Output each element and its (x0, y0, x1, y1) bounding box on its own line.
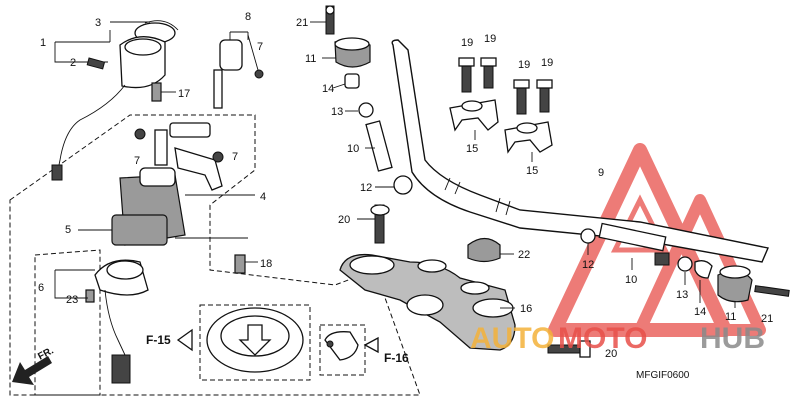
right-grip-parts (580, 222, 790, 308)
label-12a: 12 (360, 182, 372, 194)
label-16: 16 (520, 303, 532, 315)
watermark-auto: AUTO (470, 322, 554, 355)
fuel-cap-part (176, 307, 304, 373)
label-19a: 19 (461, 37, 473, 49)
label-7c: 7 (232, 151, 238, 163)
upper-bolts-part (310, 5, 413, 244)
ref-f15: F-15 (146, 333, 171, 347)
part-labels: 1 2 3 4 5 6 7 7 7 8 9 10 10 11 11 12 12 … (38, 11, 773, 360)
label-23: 23 (66, 294, 78, 306)
label-9: 9 (598, 167, 604, 179)
label-19c: 19 (518, 59, 530, 71)
handlebar-part (391, 39, 769, 263)
label-5: 5 (65, 224, 71, 236)
top-bridge-part (339, 237, 591, 358)
diagram-code: MFGIF0600 (636, 370, 690, 381)
ignition-switch-part (78, 122, 255, 246)
label-10a: 10 (347, 143, 359, 155)
lower-switch-part (54, 254, 258, 384)
ignition-cover-part (51, 20, 179, 181)
label-15a: 15 (466, 143, 478, 155)
label-14b: 14 (694, 306, 706, 318)
label-1: 1 (40, 37, 46, 49)
front-direction-arrow (12, 356, 52, 385)
label-10b: 10 (625, 274, 637, 286)
label-20b: 20 (605, 348, 617, 360)
ref-f16: F-16 (384, 351, 409, 365)
label-13b: 13 (676, 289, 688, 301)
label-17: 17 (178, 88, 190, 100)
key-part (213, 31, 264, 109)
label-20a: 20 (338, 214, 350, 226)
label-21a: 21 (296, 17, 308, 29)
label-6: 6 (38, 282, 44, 294)
label-3: 3 (95, 17, 101, 29)
label-7a: 7 (257, 41, 263, 53)
label-13a: 13 (331, 106, 343, 118)
watermark-hub: HUB (700, 322, 765, 355)
label-19d: 19 (541, 57, 553, 69)
label-12b: 12 (582, 259, 594, 271)
assembly-outline (9, 114, 421, 396)
label-7b: 7 (134, 155, 140, 167)
label-19b: 19 (484, 33, 496, 45)
label-21b: 21 (761, 313, 773, 325)
label-4: 4 (260, 191, 266, 203)
watermark-moto: MOTO (558, 322, 647, 355)
label-11b: 11 (725, 311, 736, 323)
label-15b: 15 (526, 165, 538, 177)
label-18: 18 (260, 258, 272, 270)
clamp-bolts-part (449, 57, 553, 162)
lock-cylinder-part (324, 331, 379, 361)
watermark-text: AUTO MOTO HUB (470, 322, 765, 355)
front-direction-label: FR. (36, 345, 56, 362)
label-2: 2 (70, 57, 76, 69)
label-8: 8 (245, 11, 251, 23)
label-11a: 11 (305, 53, 316, 65)
label-22: 22 (518, 249, 530, 261)
label-14a: 14 (322, 83, 334, 95)
